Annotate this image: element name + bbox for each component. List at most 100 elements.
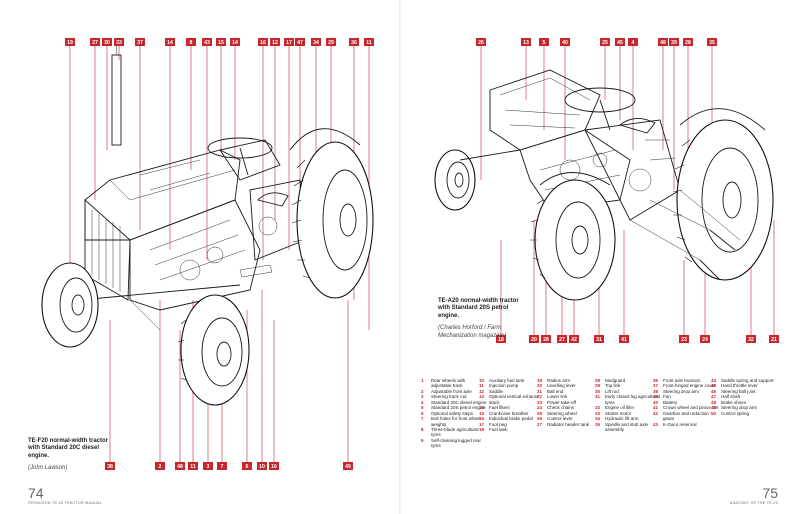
key-item: 8 Three-blade agricultural tyres xyxy=(421,427,487,438)
callout-box xyxy=(746,335,756,343)
callout-box xyxy=(569,335,579,343)
callout-number: 17 xyxy=(286,40,292,46)
callout-box xyxy=(529,335,539,343)
key-number: 1 xyxy=(421,378,424,383)
callout-box xyxy=(521,38,531,46)
key-number: 27 xyxy=(537,421,543,427)
key-number: 2 xyxy=(421,388,424,394)
spine-gutter xyxy=(399,0,401,514)
callout-number: 11 xyxy=(190,464,196,470)
callout-number: 3 xyxy=(207,464,210,470)
right-callout-39: 39 xyxy=(669,38,679,46)
key-number: 23 xyxy=(537,399,543,405)
key-text: Front-hinged engine cover xyxy=(663,383,716,389)
left-callout-17: 17 xyxy=(284,38,294,46)
key-number: 20 xyxy=(537,383,543,389)
callout-number: 38 xyxy=(107,464,113,470)
key-text: Standard 20S petrol engine xyxy=(431,405,486,411)
right-callout-48: 48 xyxy=(658,38,668,46)
key-number: 4 xyxy=(421,399,424,405)
key-text: Three-blade agricultural tyres xyxy=(431,426,479,438)
right-callout-25: 25 xyxy=(600,38,610,46)
key-text: Lower link xyxy=(547,394,568,400)
key-text: Lift rod xyxy=(605,388,619,394)
right-callout-23: 23 xyxy=(679,335,689,343)
callout-number: 23 xyxy=(681,337,687,343)
key-number: 18 xyxy=(479,427,485,433)
key-text: Crankcase breather xyxy=(489,410,529,416)
callout-number: 16 xyxy=(271,464,277,470)
key-text: Individual brake pedal xyxy=(489,416,533,422)
key-number: 8 xyxy=(421,426,424,432)
callout-number: 13 xyxy=(523,40,529,46)
key-number: 47 xyxy=(711,394,717,400)
right-callout-42: 42 xyxy=(569,335,579,343)
callout-box xyxy=(175,462,185,470)
key-number: 35 xyxy=(595,421,601,427)
callout-number: 14 xyxy=(167,40,173,46)
key-number: 16 xyxy=(479,416,485,422)
right-caption: TE-A20 normal-width tractor with Standar… xyxy=(438,298,528,340)
right-footer-title: ANATOMY OF THE TE-20 xyxy=(729,501,778,505)
callout-box xyxy=(216,38,226,46)
right-callout-13: 13 xyxy=(521,38,531,46)
callout-number: 18 xyxy=(498,337,504,343)
key-number: 7 xyxy=(421,416,424,422)
callout-number: 19 xyxy=(67,40,73,46)
left-callout-19: 19 xyxy=(65,38,75,46)
key-text: K-Gaco reservoir xyxy=(663,421,698,427)
callout-box xyxy=(669,38,679,46)
callout-box xyxy=(557,335,567,343)
key-number: 41 xyxy=(653,405,659,411)
key-number: 6 xyxy=(421,410,424,416)
right-callout-24: 24 xyxy=(700,335,710,343)
key-text: Optional safety steps xyxy=(431,410,474,416)
key-number: 40 xyxy=(653,399,659,405)
left-callout-38: 38 xyxy=(105,462,115,470)
callout-number: 25 xyxy=(602,40,608,46)
key-text: Fuel filters xyxy=(489,405,510,411)
key-number: 33 xyxy=(595,410,601,416)
callout-number: 35 xyxy=(709,40,715,46)
callout-number: 14 xyxy=(232,40,238,46)
right-callout-28: 28 xyxy=(541,335,551,343)
key-number: 12 xyxy=(479,388,485,394)
right-page-number: 75 xyxy=(762,485,778,501)
callout-box xyxy=(258,38,268,46)
callout-box xyxy=(202,38,212,46)
key-number: 25 xyxy=(537,410,543,416)
key-number: 37 xyxy=(653,383,659,389)
key-number: 36 xyxy=(653,378,659,383)
right-callout-20: 20 xyxy=(529,335,539,343)
key-number: 10 xyxy=(479,378,485,383)
left-callout-8: 8 xyxy=(186,38,196,46)
left-callout-12: 12 xyxy=(270,38,280,46)
callout-box xyxy=(600,38,610,46)
callout-box xyxy=(188,462,198,470)
key-number: 15 xyxy=(479,410,485,416)
callout-number: 27 xyxy=(559,337,565,343)
right-caption-credit: (Charles Horford / Farm Mechanization ma… xyxy=(438,325,507,339)
key-text: Bolt holes for front wheel weights xyxy=(431,416,481,427)
key-number: 9 xyxy=(421,437,424,443)
right-callout-28: 28 xyxy=(683,38,693,46)
callout-number: 37 xyxy=(137,40,143,46)
right-callout-31: 31 xyxy=(594,335,604,343)
key-text: Power take-off xyxy=(547,399,576,405)
callout-box xyxy=(105,462,115,470)
right-callout-35: 35 xyxy=(707,38,717,46)
